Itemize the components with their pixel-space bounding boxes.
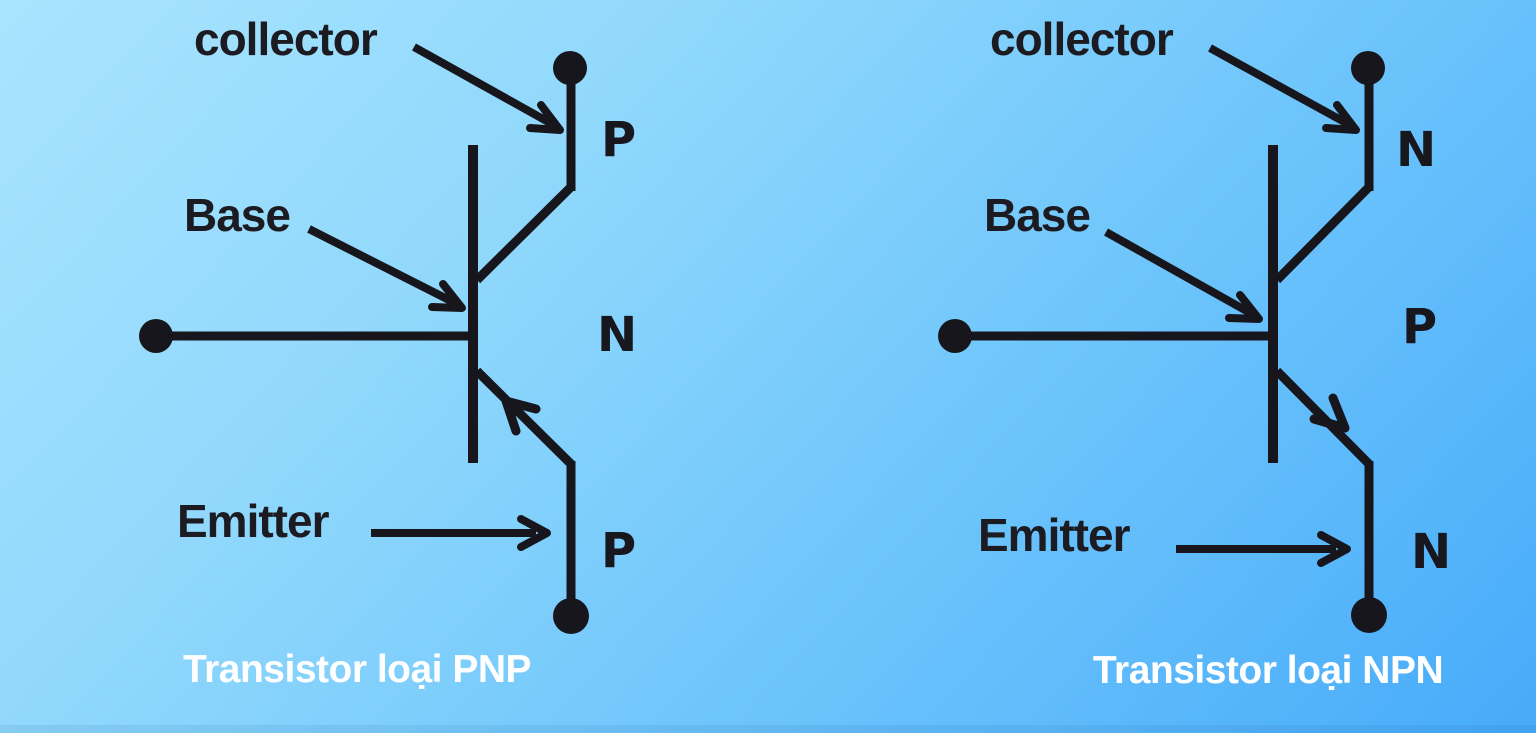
npn-base-terminal-dot [938,319,972,353]
pnp-emitter-region-letter: P [601,523,637,579]
pnp-emitter-diagonal [473,367,575,468]
npn-base-callout-arrowhead [1225,291,1263,323]
npn-base-callout-line [1104,228,1254,318]
npn-caption: Transistor loại NPN [1092,649,1444,692]
pnp-base-callout-arrowhead [428,280,466,312]
npn-collector-terminal-dot [1351,51,1385,85]
pnp-base-region-letter: N [597,307,638,363]
npn-collector-region-letter: N [1396,122,1437,178]
pnp-collector-diagonal [473,182,576,284]
pnp-caption: Transistor loại PNP [182,648,532,691]
pnp-collector-label: collector [194,13,378,65]
npn-base-region-letter: P [1402,299,1438,355]
pnp-emitter-callout-arrowhead [517,515,551,551]
npn-emitter-region-letter: N [1411,524,1452,580]
pnp-base-label: Base [184,189,291,241]
pnp-collector-callout-arrowhead [526,101,564,134]
pnp-base-terminal-dot [139,319,173,353]
npn-collector-callout-line [1208,44,1350,128]
npn-emitter-label: Emitter [978,509,1130,561]
pnp-emitter-label: Emitter [177,495,329,547]
npn-collector-diagonal [1273,182,1374,284]
npn-collector-label: collector [990,13,1174,65]
npn-emitter-callout-arrowhead [1317,531,1351,567]
pnp-base-callout-line [307,225,457,307]
pnp-collector-callout-line [412,43,554,128]
pnp-emitter-arrowhead-inward [501,396,541,436]
bottom-edge-shade [0,725,1536,733]
npn-collector-callout-arrowhead [1322,101,1360,134]
pnp-collector-region-letter: P [601,112,637,168]
pnp-collector-terminal-dot [553,51,587,85]
npn-base-label: Base [984,189,1091,241]
pnp-emitter-terminal-dot [553,598,589,634]
npn-emitter-terminal-dot [1351,597,1387,633]
npn-emitter-arrowhead-outward [1309,393,1350,433]
